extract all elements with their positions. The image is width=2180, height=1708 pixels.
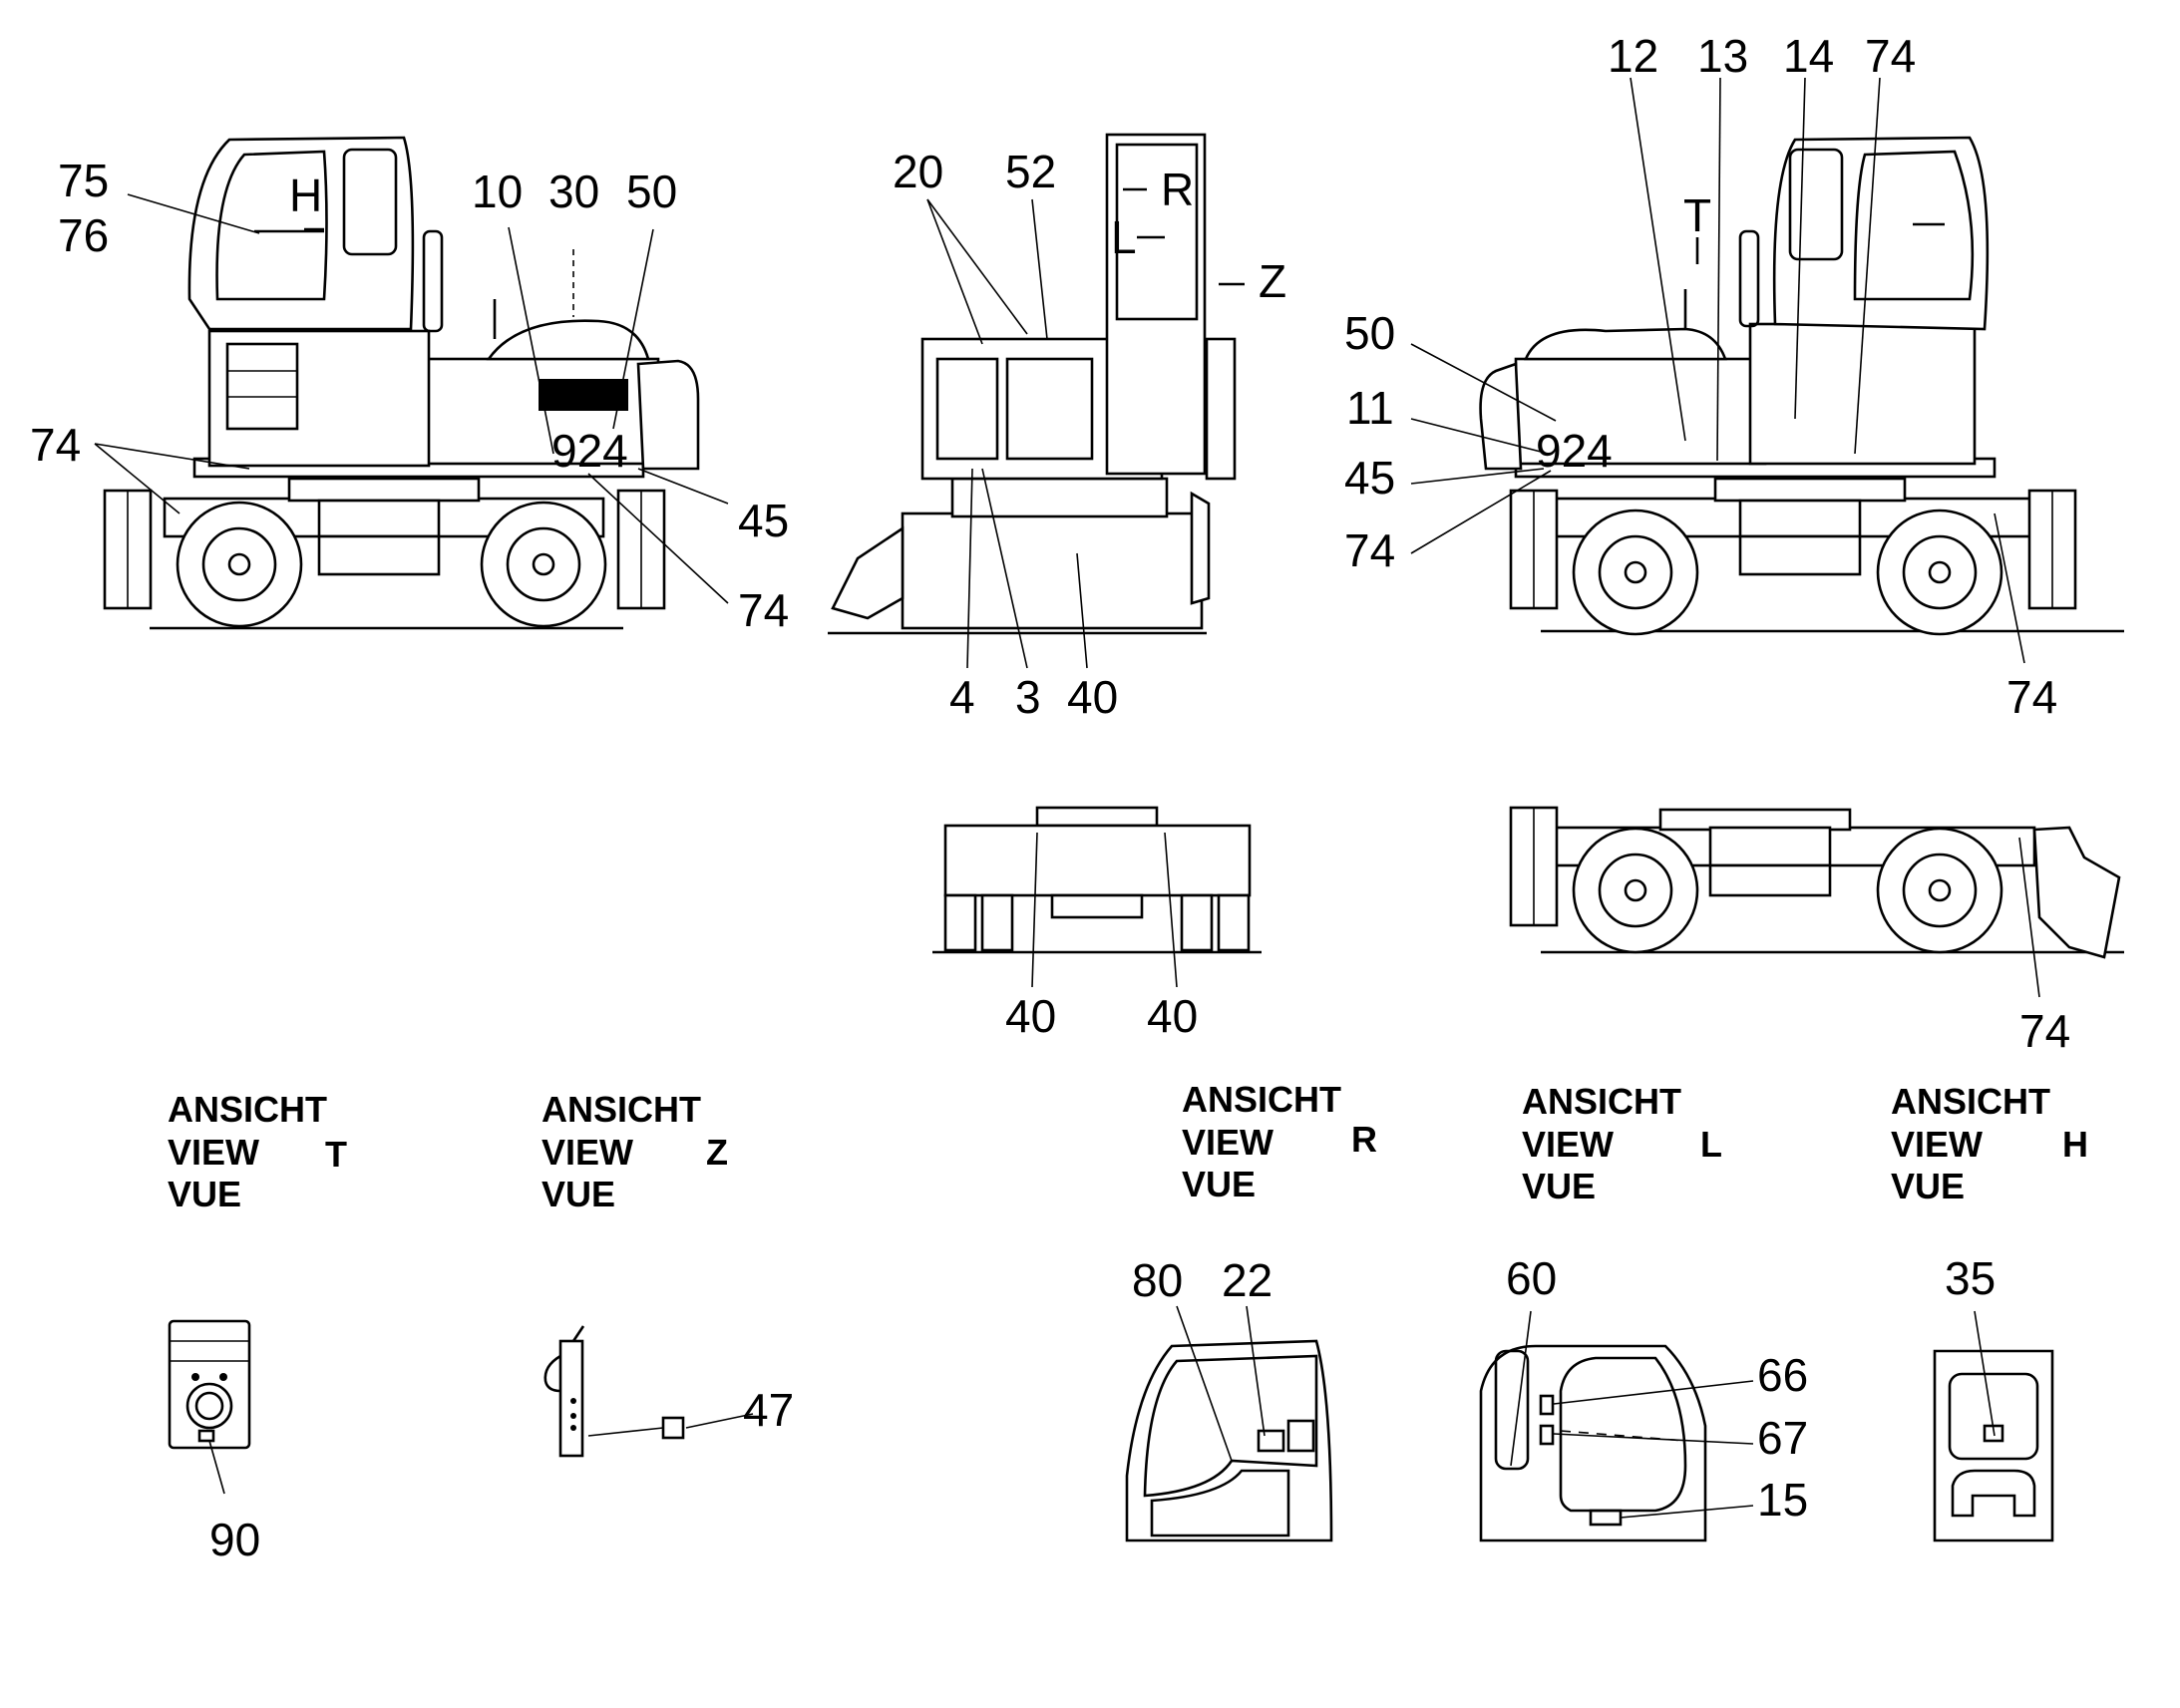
view-label-r: ANSICHT VIEW VUE R xyxy=(1182,1079,1377,1204)
svg-text:VUE: VUE xyxy=(1891,1166,1965,1206)
machine-front-view: R L Z xyxy=(828,133,1286,635)
svg-text:VUE: VUE xyxy=(542,1174,615,1214)
svg-text:VUE: VUE xyxy=(168,1174,241,1214)
arrow-label-h: H xyxy=(289,170,322,221)
leader-lines-rear xyxy=(1031,832,1178,988)
callout-14: 14 xyxy=(1783,30,1834,82)
svg-text:ANSICHT: ANSICHT xyxy=(168,1089,327,1130)
leader-line xyxy=(1974,1310,1996,1437)
svg-text:R: R xyxy=(1351,1119,1377,1160)
svg-text:T: T xyxy=(325,1134,347,1175)
leader-line xyxy=(587,1427,664,1437)
leader-line xyxy=(1620,1505,1754,1519)
arrow-label-t: T xyxy=(1683,189,1711,241)
machine-side-view-left: H 924 xyxy=(103,136,700,630)
wheel xyxy=(1572,509,1699,636)
svg-text:H: H xyxy=(2062,1124,2088,1165)
callout-40: 40 xyxy=(1147,990,1198,1042)
svg-text:VIEW: VIEW xyxy=(168,1132,259,1173)
leader-line xyxy=(2018,837,2040,998)
callout-80: 80 xyxy=(1132,1254,1183,1306)
detail-view-l xyxy=(1479,1344,1707,1542)
callout-52: 52 xyxy=(1005,146,1056,197)
callout-12: 12 xyxy=(1608,30,1658,82)
svg-text:VUE: VUE xyxy=(1522,1166,1596,1206)
detail-view-t xyxy=(168,1319,251,1450)
callout-74: 74 xyxy=(1865,30,1916,82)
svg-text:VIEW: VIEW xyxy=(542,1132,633,1173)
wheel xyxy=(1572,827,1699,954)
svg-text:ANSICHT: ANSICHT xyxy=(542,1089,701,1130)
callout-90: 90 xyxy=(209,1514,260,1565)
callout-74: 74 xyxy=(2006,671,2057,723)
callout-47: 47 xyxy=(743,1384,794,1436)
machine-side-view-right: 924 T xyxy=(1479,136,2124,636)
leader-lines-right xyxy=(1410,77,2025,664)
svg-text:Z: Z xyxy=(706,1132,728,1173)
undercarriage-rear-view xyxy=(932,806,1262,954)
callout-50: 50 xyxy=(626,166,677,217)
view-label-t: ANSICHT VIEW VUE T xyxy=(168,1089,347,1214)
detail-view-h xyxy=(1933,1349,2054,1542)
callout-76: 76 xyxy=(58,209,109,261)
callout-11: 11 xyxy=(1346,382,1394,434)
callout-40: 40 xyxy=(1067,671,1118,723)
svg-text:VIEW: VIEW xyxy=(1182,1122,1273,1163)
arrow-label-l: L xyxy=(1111,211,1137,263)
leader-line xyxy=(685,1413,754,1429)
callout-4: 4 xyxy=(949,671,975,723)
callout-74: 74 xyxy=(30,419,81,471)
callout-13: 13 xyxy=(1697,30,1748,82)
callout-15: 15 xyxy=(1757,1474,1808,1526)
leader-line xyxy=(1246,1305,1266,1437)
svg-text:VUE: VUE xyxy=(1182,1164,1256,1204)
model-plate: 924 xyxy=(1536,425,1613,477)
svg-text:ANSICHT: ANSICHT xyxy=(1182,1079,1341,1120)
callout-66: 66 xyxy=(1757,1349,1808,1401)
arrow-label-r: R xyxy=(1161,164,1194,215)
leader-line xyxy=(1553,1433,1754,1445)
callout-35: 35 xyxy=(1945,1252,1996,1304)
wheel xyxy=(1876,827,2003,954)
callout-40: 40 xyxy=(1005,990,1056,1042)
callout-74: 74 xyxy=(738,584,789,636)
callout-45: 45 xyxy=(1344,452,1395,504)
view-label-z: ANSICHT VIEW VUE Z xyxy=(542,1089,728,1214)
model-plate: 924 xyxy=(551,425,628,477)
arrow-label-z: Z xyxy=(1259,255,1286,307)
detail-view-r xyxy=(1125,1339,1333,1542)
view-label-l: ANSICHT VIEW VUE L xyxy=(1522,1081,1722,1206)
callout-74: 74 xyxy=(1344,524,1395,576)
callout-3: 3 xyxy=(1015,671,1041,723)
leader-line xyxy=(1510,1310,1532,1467)
callout-22: 22 xyxy=(1222,1254,1272,1306)
wheel xyxy=(1876,509,2003,636)
callout-75: 75 xyxy=(58,155,109,206)
svg-text:VIEW: VIEW xyxy=(1522,1124,1614,1165)
callout-45: 45 xyxy=(738,495,789,546)
callout-67: 67 xyxy=(1757,1412,1808,1464)
view-label-h: ANSICHT VIEW VUE H xyxy=(1891,1081,2088,1206)
leader-line xyxy=(1176,1305,1233,1462)
svg-text:L: L xyxy=(1700,1124,1722,1165)
callout-74: 74 xyxy=(2019,1005,2070,1057)
leader-lines-front xyxy=(926,198,1088,669)
svg-text:VIEW: VIEW xyxy=(1891,1124,1983,1165)
undercarriage-side-view xyxy=(1509,806,2124,959)
detail-view-z xyxy=(544,1325,685,1458)
callout-30: 30 xyxy=(548,166,599,217)
callout-50: 50 xyxy=(1344,307,1395,359)
svg-text:ANSICHT: ANSICHT xyxy=(1522,1081,1681,1122)
wheel xyxy=(480,501,607,628)
svg-text:ANSICHT: ANSICHT xyxy=(1891,1081,2050,1122)
leader-lines-left xyxy=(94,193,729,604)
callout-20: 20 xyxy=(893,146,943,197)
leader-line xyxy=(1553,1380,1754,1405)
wheel xyxy=(176,501,303,628)
leader-line xyxy=(208,1440,225,1495)
callout-10: 10 xyxy=(472,166,523,217)
callout-60: 60 xyxy=(1506,1252,1557,1304)
